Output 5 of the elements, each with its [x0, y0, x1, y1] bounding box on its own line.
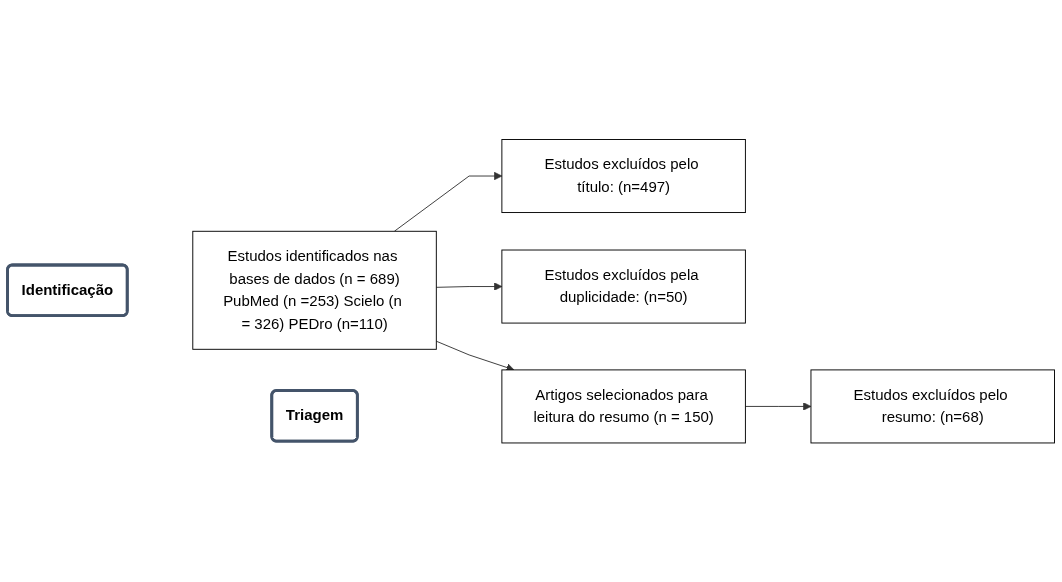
node-box: Estudos excluídos pelo título: (n=497) [501, 138, 746, 213]
node-box: Artigos selecionados para leitura do resumo (n = 150) [501, 369, 746, 444]
node-box: Estudos identificados nas bases de dados (n = 689) PubMed (n =253) Scielo (n = 326) PEDro (n=110) [192, 230, 437, 350]
node-box: Estudos excluídos pelo resumo: (n=68) [810, 369, 1055, 444]
node-box: Estudos excluídos pela duplicidade: (n=50) [501, 249, 746, 324]
